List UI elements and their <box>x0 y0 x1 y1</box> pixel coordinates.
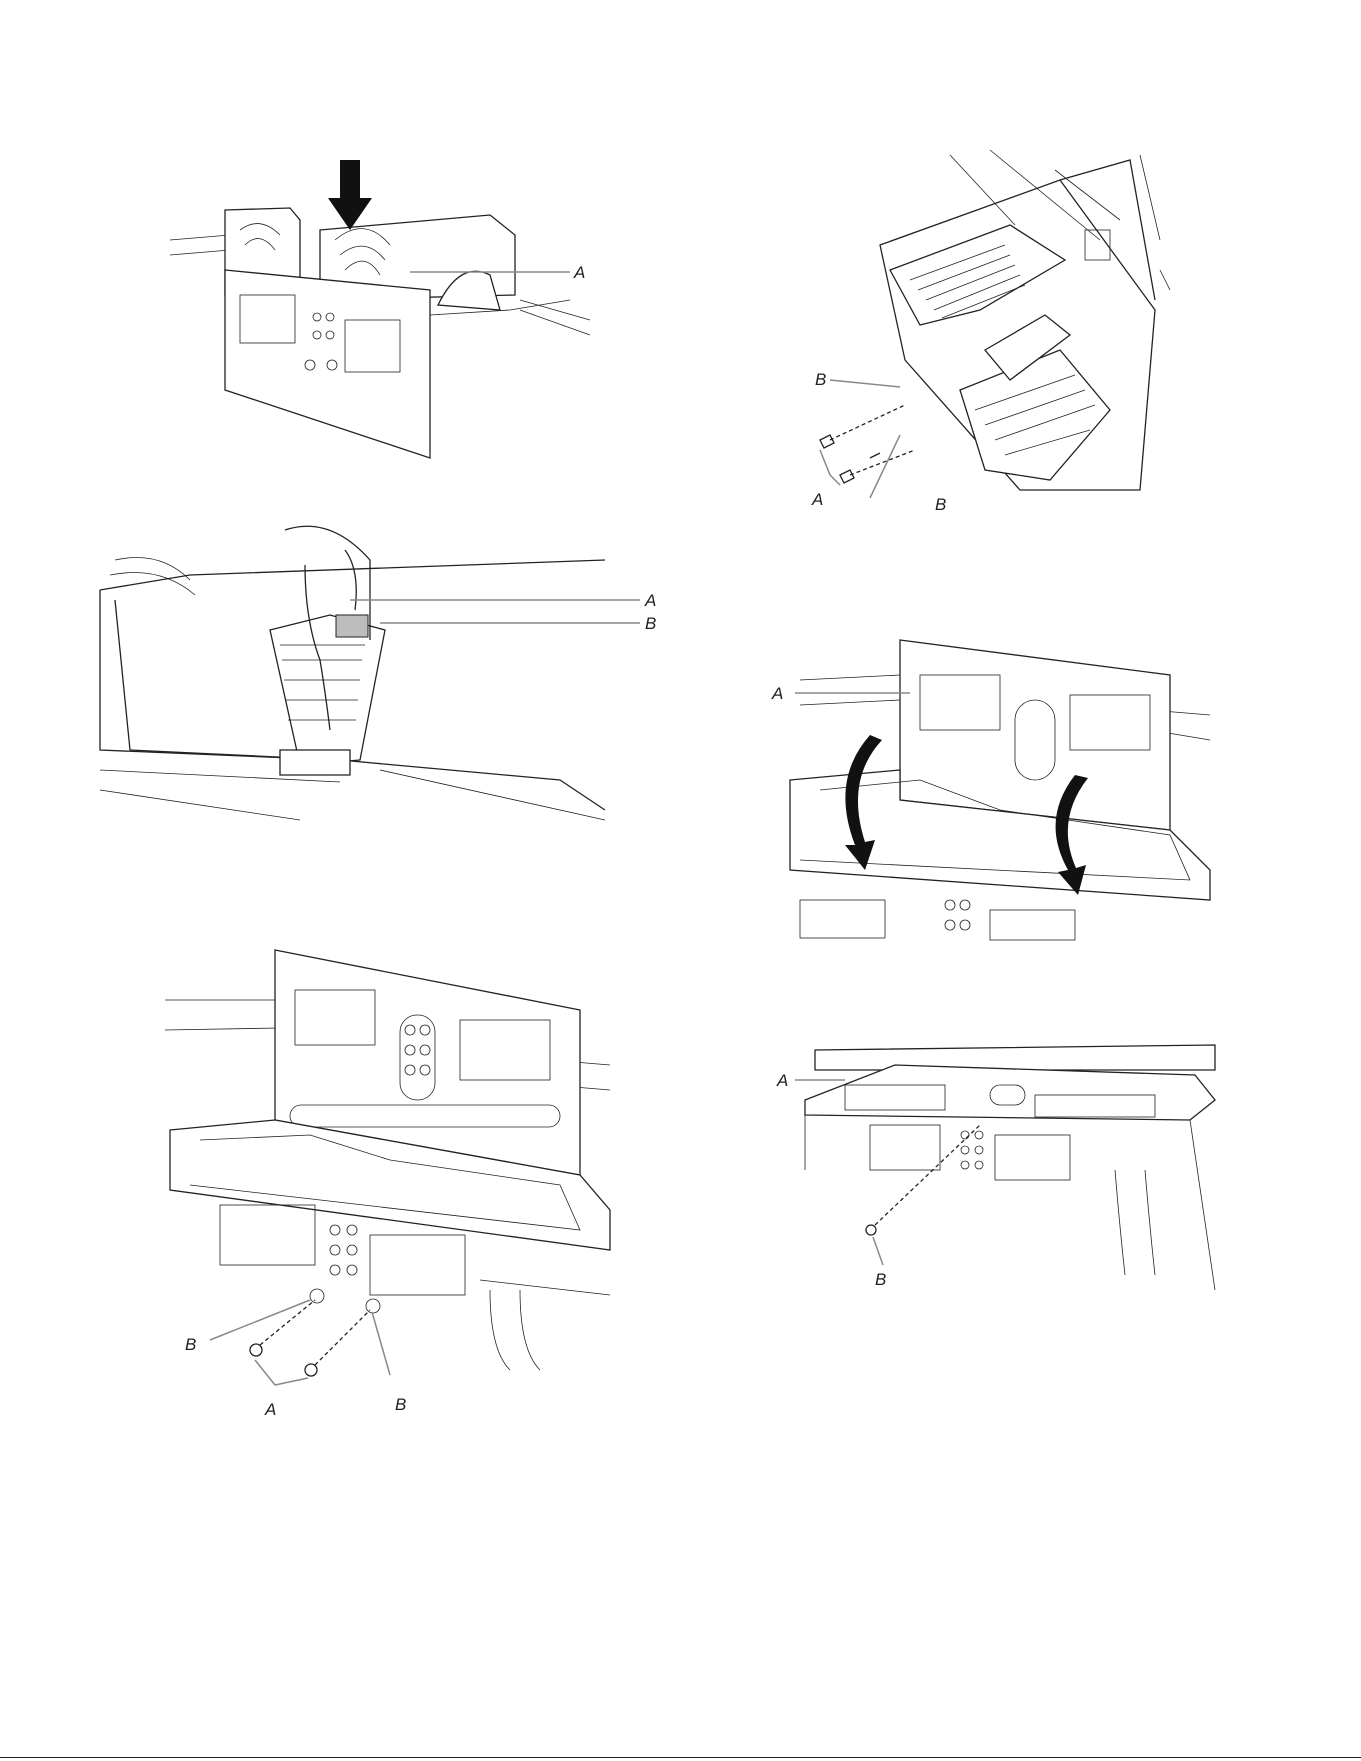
connector-icon <box>336 615 368 637</box>
figure-4-panel-fold: A <box>770 630 1220 940</box>
label-b-upper: B <box>815 370 826 389</box>
figure-2-blower-screws: B A B <box>810 150 1230 520</box>
figure-1-blower-install: A <box>160 160 600 460</box>
label-a: A <box>776 1071 788 1090</box>
screw-icon <box>305 1364 317 1376</box>
label-a: A <box>264 1400 276 1419</box>
label-a: A <box>811 490 823 509</box>
label-a: A <box>573 263 585 282</box>
label-b-lower: B <box>935 495 946 514</box>
label-b-left: B <box>185 1335 196 1354</box>
screw-icon <box>866 1225 876 1235</box>
screw-icon <box>250 1344 262 1356</box>
label-b: B <box>875 1270 886 1289</box>
figure-3-wire-connector: A B <box>100 520 660 850</box>
label-b-right: B <box>395 1395 406 1414</box>
figure-6-panel-secured: A B <box>775 1040 1225 1300</box>
label-b: B <box>645 614 656 633</box>
page-bottom-rule <box>0 1757 1361 1758</box>
label-a: A <box>644 591 656 610</box>
label-a: A <box>771 684 783 703</box>
figure-5-panel-screws: B A B <box>160 950 620 1420</box>
down-arrow-icon <box>328 160 372 230</box>
